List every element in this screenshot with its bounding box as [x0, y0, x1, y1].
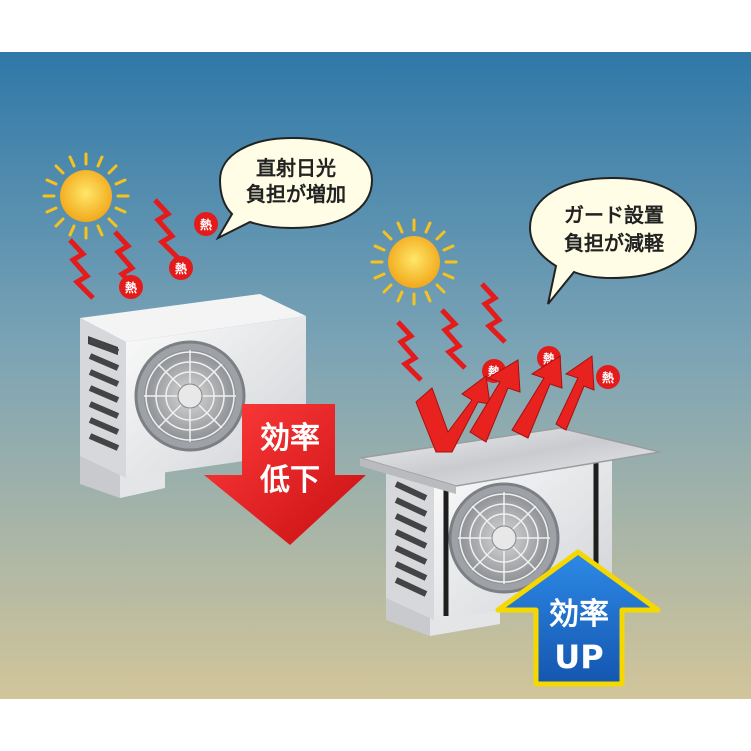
heat-reflect-arrows — [415, 355, 595, 453]
heat-badge: 熱 — [169, 256, 193, 280]
ac-outdoor-unit-left — [80, 294, 306, 498]
efficiency-down-arrow: 効率 低下 — [204, 404, 366, 545]
ac-outdoor-unit-right — [359, 427, 661, 636]
up-arrow-line2: UP — [554, 638, 603, 676]
right-speech-bubble: ガード設置 負担が減軽 — [528, 176, 698, 305]
up-arrow-line1: 効率 — [549, 597, 609, 632]
heat-wave-icon — [68, 198, 180, 300]
heat-badge: 熱 — [596, 365, 620, 389]
left-bubble-line1: 直射日光 — [256, 156, 336, 180]
heat-badge: 熱 — [194, 212, 218, 236]
sun-icon — [370, 218, 458, 306]
reflective-cover — [359, 427, 661, 487]
svg-text:熱: 熱 — [175, 261, 187, 276]
heat-wave-icon — [396, 282, 507, 382]
right-bubble-line1: ガード設置 — [564, 203, 664, 227]
sun-icon — [42, 152, 130, 240]
svg-text:熱: 熱 — [602, 370, 614, 385]
left-bubble-line2: 負担が増加 — [246, 182, 346, 206]
down-arrow-line2: 低下 — [259, 463, 320, 498]
left-speech-bubble: 直射日光 負担が増加 — [215, 136, 374, 241]
heat-badge: 熱 — [119, 275, 143, 299]
efficiency-up-arrow: 効率 UP — [495, 549, 661, 687]
down-arrow-line1: 効率 — [260, 421, 320, 456]
right-bubble-line2: 負担が減軽 — [564, 231, 665, 255]
svg-text:熱: 熱 — [200, 217, 212, 232]
svg-text:熱: 熱 — [125, 280, 137, 295]
